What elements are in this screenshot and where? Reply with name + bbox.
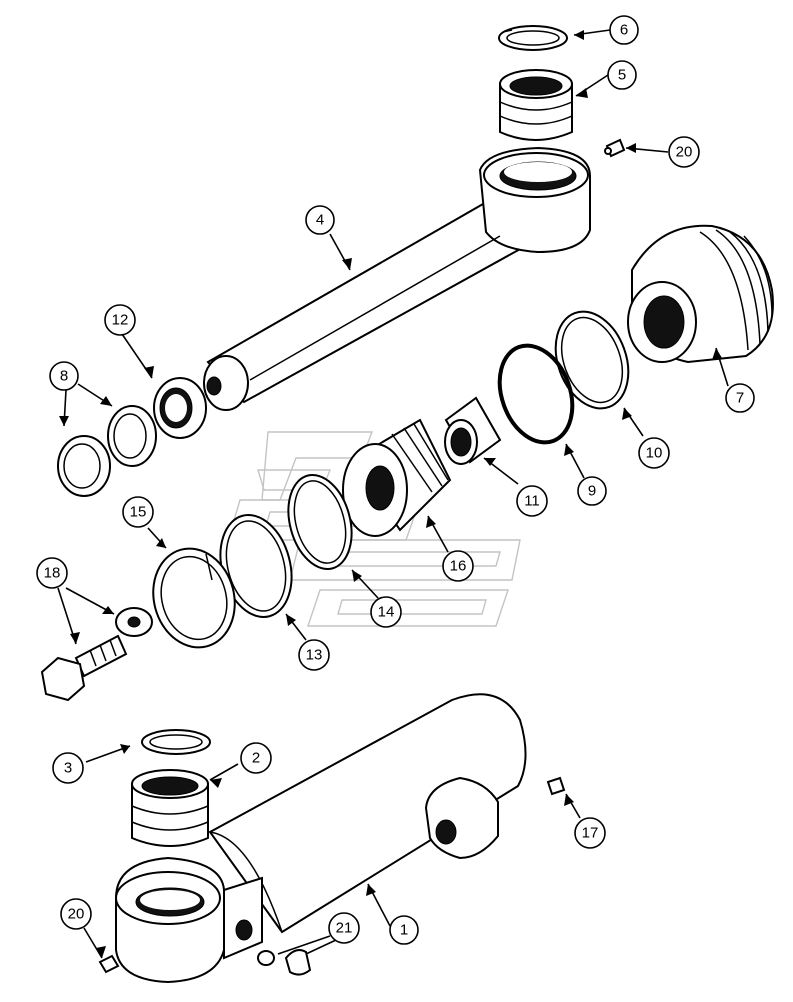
callout-16: 16 (442, 550, 474, 582)
callout-9: 9 (577, 476, 607, 506)
callout-21: 21 (328, 912, 360, 944)
callout-13-label: 13 (306, 647, 323, 664)
callout-16-label: 16 (450, 558, 467, 575)
callout-8-label: 8 (60, 368, 68, 385)
gland-part-7 (627, 224, 774, 364)
wear-ring-part-14 (287, 473, 353, 571)
callout-13: 13 (298, 639, 330, 671)
snap-ring-part-6 (498, 25, 568, 51)
callout-4: 4 (305, 205, 335, 235)
callout-18: 18 (36, 557, 68, 589)
callout-20-bottom: 20 (60, 898, 92, 930)
callout-12: 12 (104, 304, 136, 336)
callout-11: 11 (516, 485, 548, 517)
fitting-part-17 (546, 776, 566, 796)
bolt-and-washer-part-18 (40, 607, 153, 702)
callout-21-label: 21 (336, 920, 353, 937)
callout-5: 5 (607, 60, 637, 90)
callout-17: 17 (574, 817, 606, 849)
callout-9-label: 9 (588, 483, 596, 500)
snap-ring-part-3 (141, 729, 211, 755)
callout-2-label: 2 (252, 750, 260, 767)
callout-8: 8 (49, 361, 79, 391)
callout-15: 15 (122, 496, 154, 528)
piston-rod-part-4 (203, 146, 591, 411)
grease-fitting-part-20-bottom (98, 954, 120, 974)
callout-5-label: 5 (618, 67, 626, 84)
callout-6-label: 6 (620, 22, 628, 39)
callout-14-label: 14 (378, 604, 395, 621)
callout-17-label: 17 (582, 825, 599, 842)
callout-20-top-label: 20 (676, 144, 693, 161)
callouts: 6 5 20 4 12 8 7 10 9 11 16 14 13 15 18 3… (36, 15, 755, 945)
arrowheads (59, 30, 722, 958)
callout-15-label: 15 (130, 504, 147, 521)
bushing-part-5 (499, 69, 573, 141)
wiper-part-8 (57, 405, 157, 497)
callout-12-label: 12 (112, 312, 129, 329)
callout-2: 2 (240, 742, 272, 774)
callout-7-label: 7 (736, 390, 744, 407)
bushing-part-2 (131, 769, 209, 847)
callout-4-label: 4 (316, 212, 324, 229)
cylinder-barrel-part-1 (115, 693, 527, 984)
callout-3-label: 3 (64, 760, 72, 777)
callout-18-label: 18 (44, 565, 61, 582)
callout-20-bottom-label: 20 (68, 906, 85, 923)
callout-10: 10 (638, 437, 670, 469)
callout-1-label: 1 (400, 922, 408, 939)
plug-and-oring-part-21 (257, 949, 312, 976)
callout-1: 1 (389, 915, 419, 945)
piston-part-16 (342, 418, 452, 537)
callout-10-label: 10 (646, 445, 663, 462)
grease-fitting-part-20-top (604, 138, 626, 158)
spacer-part-11 (444, 396, 502, 465)
backup-ring-part-10 (554, 310, 630, 410)
callout-6: 6 (609, 15, 639, 45)
rod-seal-part-12 (153, 377, 207, 439)
o-ring-part-9 (497, 343, 575, 445)
callout-20-top: 20 (668, 136, 700, 168)
callout-11-label: 11 (524, 493, 540, 510)
callout-3: 3 (52, 752, 84, 784)
split-ring-part-15 (152, 547, 236, 649)
callout-14: 14 (370, 596, 402, 628)
callout-7: 7 (725, 383, 755, 413)
